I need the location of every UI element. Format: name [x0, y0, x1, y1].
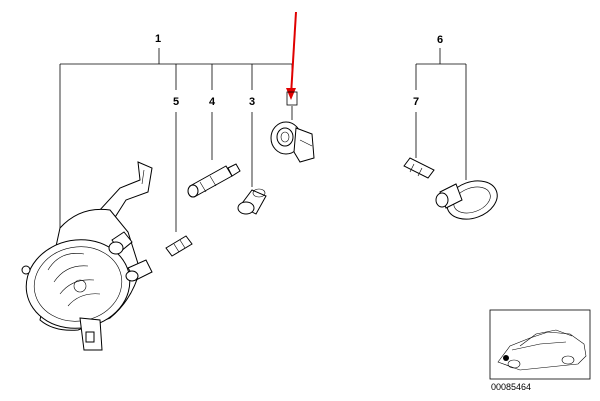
bulb-3-part	[237, 188, 267, 215]
callout-1: 1	[155, 33, 161, 45]
bulb-5-part	[165, 235, 193, 257]
thumbnail-part-number: 00085464	[491, 382, 531, 392]
callout-7: 7	[413, 96, 419, 108]
callout-3: 3	[249, 96, 255, 108]
callout-6: 6	[437, 34, 443, 46]
side-marker-light-6-part	[435, 180, 498, 220]
bulb-socket-part	[270, 121, 315, 163]
fog-light-assembly-part	[21, 161, 153, 351]
car-outline-icon	[497, 329, 587, 371]
bulb-4-part	[187, 163, 241, 198]
side-marker-bulb-7-part	[403, 157, 435, 179]
highlight-box	[286, 91, 298, 106]
callout-5: 5	[173, 96, 179, 108]
vehicle-thumbnail: 00085464	[489, 309, 591, 392]
leader-lines-group-1	[59, 48, 293, 232]
red-arrow-annotation	[286, 11, 297, 100]
callout-4: 4	[209, 96, 216, 108]
leader-lines-group-6	[415, 48, 467, 180]
